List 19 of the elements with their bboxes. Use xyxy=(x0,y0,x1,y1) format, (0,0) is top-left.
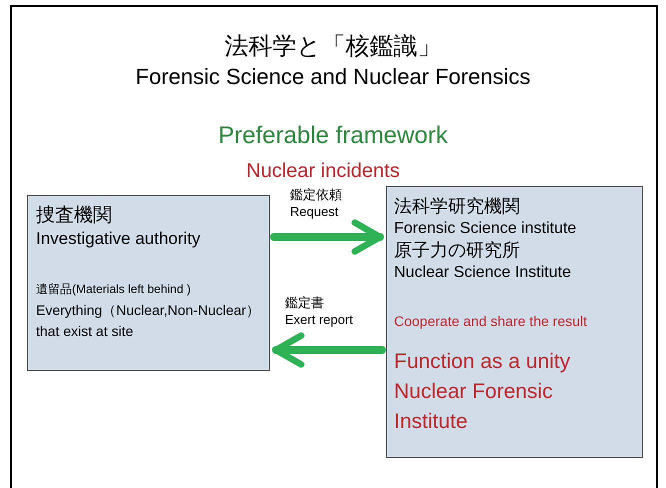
highlight-text: Function as a unity Nuclear Forensic Institute xyxy=(394,349,572,435)
heading-text: 法科学研究機関 xyxy=(394,195,521,218)
subtitle: Preferable framework xyxy=(217,121,449,151)
body-text: Everything（Nuclear,Non-Nuclear） that exist at site xyxy=(36,301,262,341)
process-box xyxy=(27,195,270,371)
process-box xyxy=(386,186,643,458)
section-label: Nuclear incidents xyxy=(245,159,401,184)
heading-text: 捜査機関 xyxy=(36,204,113,228)
subheading-text: Nuclear Science Institute xyxy=(394,263,572,283)
heading-text: 遺留品(Materials left behind ) xyxy=(36,281,192,298)
arrow xyxy=(270,219,384,255)
heading-text: 原子力の研究所 xyxy=(394,239,521,262)
edge-label: 鑑定依頼 Request xyxy=(290,186,342,220)
edge-label: 鑑定書 Exert report xyxy=(285,294,353,328)
title: 法科学と「核鑑識」 Forensic Science and Nuclear Forensics xyxy=(134,32,532,91)
note-text: Cooperate and share the result xyxy=(394,312,588,331)
subheading-text: Investigative authority xyxy=(36,228,202,250)
subheading-text: Forensic Science institute xyxy=(394,219,578,239)
arrow xyxy=(272,332,386,368)
